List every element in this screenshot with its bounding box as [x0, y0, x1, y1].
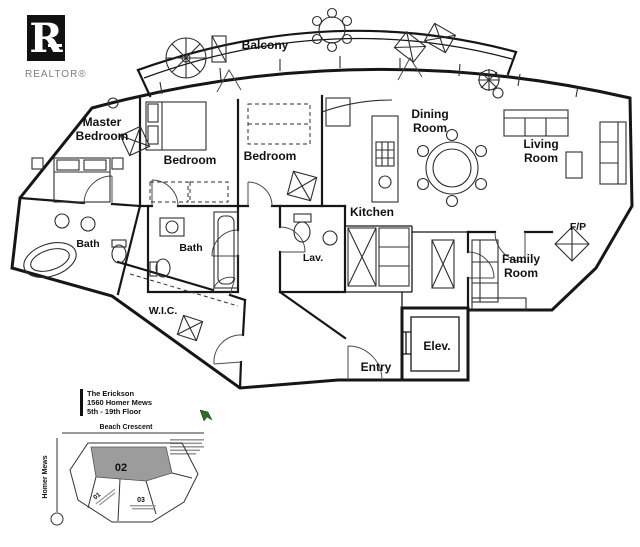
label-dining-room-1: Dining — [411, 107, 448, 121]
label-balcony: Balcony — [242, 38, 289, 52]
dining-table-icon — [416, 128, 488, 208]
label-master-bedroom-1: Master — [83, 115, 122, 129]
cul-de-sac-circle — [50, 512, 64, 526]
label-kitchen: Kitchen — [350, 205, 394, 219]
sink-icon — [159, 217, 185, 237]
chair-icon — [119, 125, 151, 157]
label-elevator: Elev. — [423, 339, 450, 353]
plant-icon — [478, 69, 500, 91]
master-bed-icon — [31, 157, 124, 203]
chair-icon — [286, 170, 318, 202]
cursor-artifact-icon — [199, 409, 213, 422]
window-ticks — [159, 56, 579, 98]
street-label-vertical: Homer Mews — [42, 455, 49, 498]
hall-closet-icon — [431, 239, 455, 289]
realtor-brand-text: REALTOR® — [25, 69, 87, 80]
label-living-room-2: Room — [524, 151, 558, 165]
label-master-bedroom-2: Bedroom — [76, 129, 129, 143]
unit-02-label: 02 — [115, 462, 127, 474]
realtor-logo: R REALTOR® — [25, 15, 87, 80]
label-dining-room-2: Room — [413, 121, 447, 135]
balcony-railing — [136, 29, 518, 98]
pantry-closet-icon — [347, 227, 410, 287]
bathtub-icon — [213, 211, 239, 289]
label-family-room-1: Family — [502, 252, 540, 266]
lounge-chair-icon — [393, 30, 427, 64]
toilet-icon — [293, 213, 312, 243]
unit-01-label: 01 — [92, 491, 102, 501]
building-address: 1560 Homer Mews — [87, 398, 152, 407]
sectional-sofa-icon — [471, 239, 527, 312]
label-wic: W.I.C. — [149, 305, 178, 317]
kitchen-island-icon — [371, 115, 399, 203]
balcony-door-icon — [216, 57, 423, 93]
label-entry: Entry — [361, 360, 392, 374]
spiral-staircase-icon — [165, 35, 227, 79]
label-bath-master: Bath — [76, 238, 99, 250]
building-footprint: 02 03 01 — [69, 442, 199, 523]
unit-03-label: 03 — [137, 497, 145, 504]
bathtub-icon — [23, 242, 77, 278]
realtor-logo-box — [27, 15, 65, 61]
fireplace-icon — [554, 226, 590, 262]
realtor-r-bar — [48, 44, 62, 47]
elevator-shaft — [400, 306, 470, 382]
building-floors: 5th - 19th Floor — [87, 407, 141, 416]
bed-icon — [145, 101, 207, 151]
label-bedroom-b: Bedroom — [244, 149, 297, 163]
closet-rod-lines — [129, 273, 239, 307]
sofa-icon — [503, 109, 627, 185]
bench-icon — [176, 314, 204, 342]
label-fireplace: F/P — [570, 221, 586, 233]
realtor-r-icon: R — [29, 15, 63, 62]
label-bath-second: Bath — [179, 242, 202, 254]
unit-01-group: 01 — [92, 488, 116, 506]
building-name: The Erickson — [87, 389, 135, 398]
kitchen-counter — [321, 97, 393, 127]
bed-icon — [247, 103, 311, 145]
unit-03-subtext — [130, 505, 156, 507]
patio-table-icon — [311, 7, 353, 53]
info-bar — [80, 389, 83, 416]
disclaimer-text-lines — [170, 439, 204, 455]
unit-03-subtext — [132, 508, 154, 510]
lounge-chair-icon — [423, 22, 457, 54]
label-living-room-1: Living — [523, 137, 558, 151]
label-family-room-2: Room — [504, 266, 538, 280]
interior-walls — [18, 94, 554, 390]
label-lavatory: Lav. — [303, 252, 323, 264]
label-bedroom-a: Bedroom — [164, 153, 217, 167]
toilet-icon — [111, 239, 127, 264]
unit-02-shape — [90, 446, 173, 482]
toilet-icon — [149, 258, 171, 278]
street-label-horizontal: Beach Crescent — [100, 424, 154, 431]
column-markers — [107, 87, 504, 109]
floorplan-main: Balcony Master Bedroom Bedroom Bedroom D… — [10, 7, 634, 390]
double-sink-icon — [54, 213, 96, 232]
room-labels: Balcony Master Bedroom Bedroom Bedroom D… — [76, 38, 587, 374]
closet-icon — [149, 181, 229, 203]
sink-icon — [322, 230, 338, 246]
keyplan: The Erickson 1560 Homer Mews 5th - 19th … — [42, 389, 213, 526]
